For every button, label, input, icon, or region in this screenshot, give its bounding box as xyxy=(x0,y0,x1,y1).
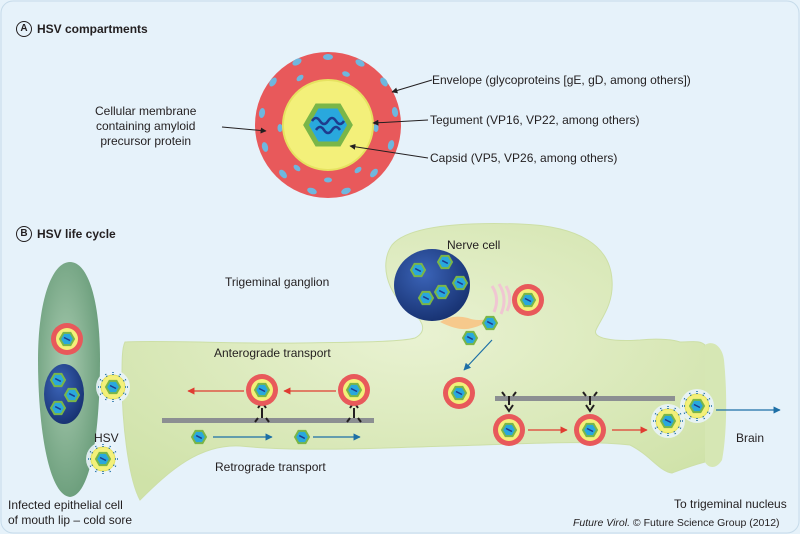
retrograde-label: Retrograde transport xyxy=(215,460,326,474)
trigeminal-ganglion-label: Trigeminal ganglion xyxy=(225,275,330,289)
virion-right-axon-1 xyxy=(493,414,525,446)
capsid-retrograde-2 xyxy=(293,429,311,445)
naked-capsid xyxy=(451,275,469,291)
virion-diagram xyxy=(255,52,401,198)
naked-capsid xyxy=(409,262,427,278)
extracellular-virion-3 xyxy=(651,404,685,438)
capsid-retrograde-1 xyxy=(190,429,208,445)
section-b-heading: B HSV life cycle xyxy=(16,226,116,242)
infected-cell-label: Infected epithelial cell of mouth lip – … xyxy=(8,498,132,528)
naked-capsid xyxy=(417,290,435,306)
naked-capsid xyxy=(436,254,454,270)
virion-right-axon-2 xyxy=(574,414,606,446)
envelope-glycoproteins xyxy=(258,54,399,195)
microtubule-right xyxy=(495,396,675,401)
naked-capsid xyxy=(49,372,67,388)
virion-anterograde-1 xyxy=(246,374,278,406)
credit-rest: © Future Science Group (2012) xyxy=(630,517,780,529)
extracellular-virion-1 xyxy=(96,370,130,404)
figure-credit: Future Virol. © Future Science Group (20… xyxy=(573,517,780,529)
naked-capsid xyxy=(461,330,479,346)
section-a-title: HSV compartments xyxy=(37,22,148,36)
dynein-motors xyxy=(501,391,598,413)
virion-particles xyxy=(49,254,714,476)
axon-terminal xyxy=(705,343,727,467)
infected-cell-line-1: Infected epithelial cell xyxy=(8,498,123,512)
cellular-membrane-label: Cellular membrane containing amyloid pre… xyxy=(95,104,196,149)
naked-capsid xyxy=(481,315,499,331)
hsv-label: HSV xyxy=(94,431,119,445)
naked-capsid xyxy=(63,387,81,403)
budding-arrow xyxy=(463,339,493,371)
golgi-apparatus xyxy=(490,283,512,315)
naked-capsid xyxy=(49,400,67,416)
viral-dna xyxy=(310,116,346,135)
section-b-letter: B xyxy=(16,226,32,242)
virion-anterograde-2 xyxy=(338,374,370,406)
tegument-label: Tegument (VP16, VP22, among others) xyxy=(430,113,640,127)
endoplasmic-reticulum xyxy=(440,316,492,330)
extracellular-virion-4 xyxy=(680,389,714,423)
infected-cell-line-2: of mouth lip – cold sore xyxy=(8,513,133,527)
envelope-arrow xyxy=(391,79,433,94)
virion-released xyxy=(443,377,475,409)
enveloped-virion-epithelial xyxy=(51,323,83,355)
section-a-heading: A HSV compartments xyxy=(16,21,148,37)
cellular-membrane-line-1: Cellular membrane xyxy=(95,104,197,118)
virion-cytoplasm xyxy=(512,284,544,316)
extracellular-virion-2 xyxy=(86,442,120,476)
brain-label: Brain xyxy=(736,431,765,445)
envelope-label: Envelope (glycoproteins [gE, gD, among o… xyxy=(432,73,691,87)
tegument-arrow xyxy=(372,119,429,126)
to-trigeminal-label: To trigeminal nucleus xyxy=(674,497,787,511)
section-a-letter: A xyxy=(16,21,32,37)
anterograde-label: Anterograde transport xyxy=(214,346,331,360)
naked-capsid xyxy=(433,284,451,300)
capsid-shell xyxy=(303,103,353,147)
capsid-arrow xyxy=(349,143,429,159)
section-b-title: HSV life cycle xyxy=(37,227,116,241)
credit-journal: Future Virol. xyxy=(573,517,630,529)
membrane-arrow xyxy=(221,126,267,134)
cellular-membrane-line-2: containing amyloid xyxy=(95,119,196,133)
nerve-cell-label: Nerve cell xyxy=(447,238,501,252)
capsid-label: Capsid (VP5, VP26, among others) xyxy=(430,151,618,165)
cellular-membrane-line-3: precursor protein xyxy=(100,134,192,148)
